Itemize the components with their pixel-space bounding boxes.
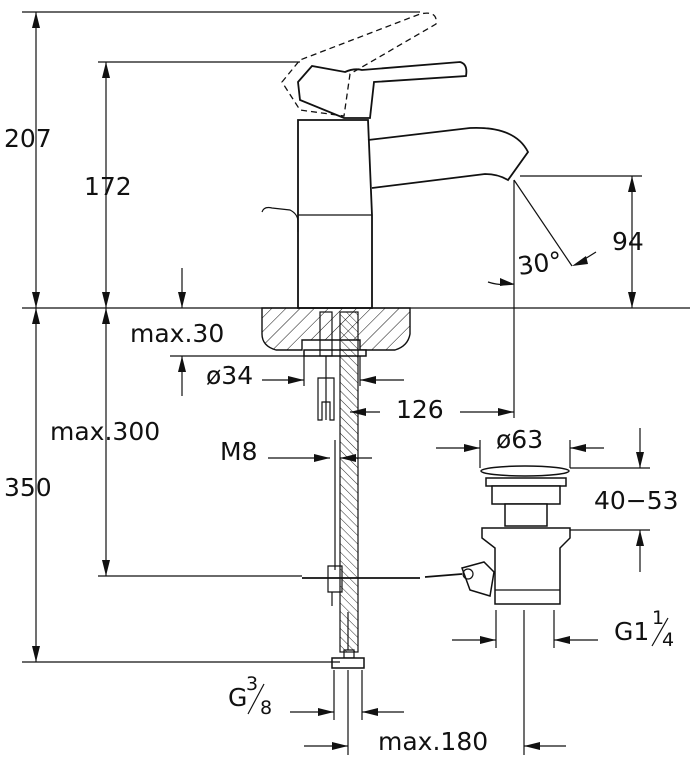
dim-spout-reach: 126: [396, 395, 444, 424]
mounting-assembly: [302, 311, 463, 669]
dim-below-deck: 350: [4, 473, 52, 502]
inlet-thread-label: G: [228, 683, 247, 712]
dim-hose-length: max.300: [50, 417, 160, 446]
waste-thread-frac-num: 1: [652, 607, 664, 629]
dim-spout-clearance: 94: [612, 227, 644, 256]
inlet-thread-frac-num: 3: [246, 673, 258, 695]
dim-deck-thickness: max.30: [130, 319, 224, 348]
dim-waste-thread: G1 1 4: [614, 607, 674, 651]
dim-spout-angle: 30°: [516, 246, 564, 281]
popup-waste: [461, 465, 571, 605]
dim-total-height: 207: [4, 124, 52, 153]
countertop-section: [261, 307, 411, 351]
waste-thread-label: G1: [614, 617, 649, 646]
dim-hole-diameter: ø34: [206, 361, 253, 390]
dim-waste-diameter: ø63: [496, 425, 543, 454]
dim-thread-m8: M8: [220, 437, 257, 466]
dim-inlet-thread: G 3 8: [228, 673, 272, 719]
waste-thread-frac-den: 4: [662, 629, 674, 651]
dim-spout-height: 172: [84, 172, 132, 201]
dim-waste-reach: max.180: [378, 727, 488, 756]
faucet-body: [261, 12, 530, 309]
inlet-thread-frac-den: 8: [260, 697, 272, 719]
dim-waste-adjust: 40−53: [594, 486, 679, 515]
